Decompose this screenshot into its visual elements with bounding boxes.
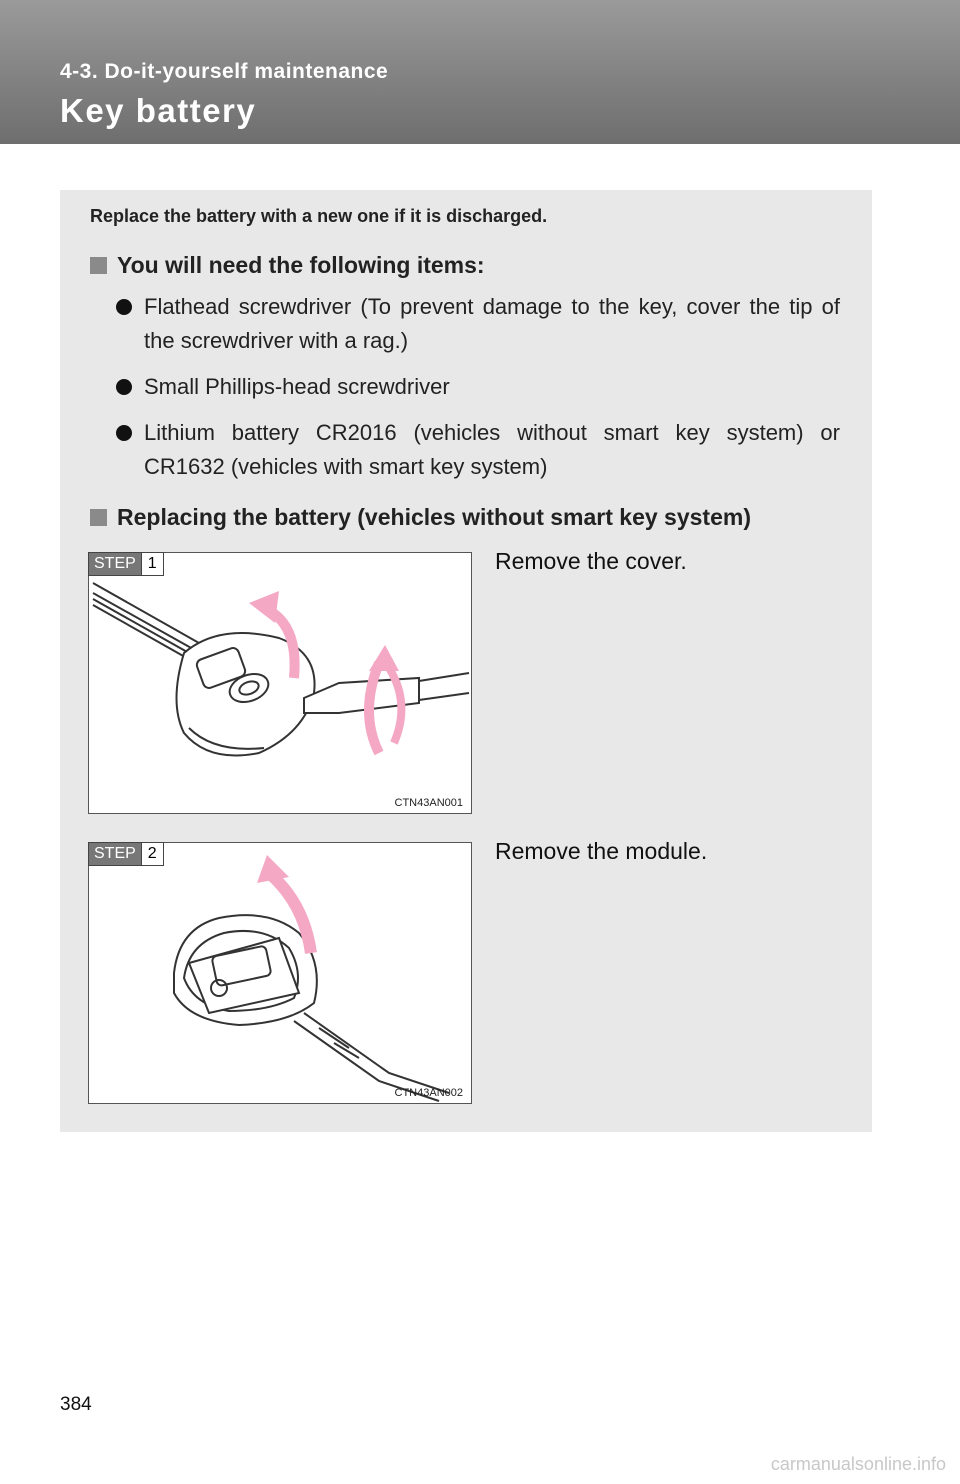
list-item: Flathead screwdriver (To prevent damage … [116,290,840,358]
key-cover-illustration [92,582,470,757]
bullet-dot-icon [116,425,132,441]
page-title: Key battery [60,92,257,129]
watermark: carmanualsonline.info [770,1454,946,1474]
step-1-text: Remove the cover. [495,548,687,574]
square-bullet-icon [90,509,107,526]
section-label: 4-3. Do-it-yourself maintenance [60,60,389,83]
items-heading: You will need the following items: [90,252,485,279]
square-bullet-icon [90,257,107,274]
list-item: Small Phillips-head screwdriver [116,370,840,404]
figure-code: CTN43AN001 [394,797,463,809]
bullet-dot-icon [116,379,132,395]
step-1-figure: STEP 1 CTN43AN001 [88,552,472,814]
bullet-dot-icon [116,299,132,315]
replace-heading: Replacing the battery (vehicles without … [90,504,751,531]
step-2-text: Remove the module. [495,838,708,864]
page-number: 384 [60,1394,92,1415]
figure-code: CTN43AN002 [394,1087,463,1099]
page-header: 4-3. Do-it-yourself maintenance Key batt… [0,0,960,144]
step-badge: STEP 1 [88,552,164,576]
intro-text: Replace the battery with a new one if it… [90,206,548,226]
step-badge: STEP 2 [88,842,164,866]
list-item: Lithium battery CR2016 (vehicles without… [116,416,840,484]
key-module-illustration [173,855,450,1102]
step-2-figure: STEP 2 CTN43AN002 [88,842,472,1104]
